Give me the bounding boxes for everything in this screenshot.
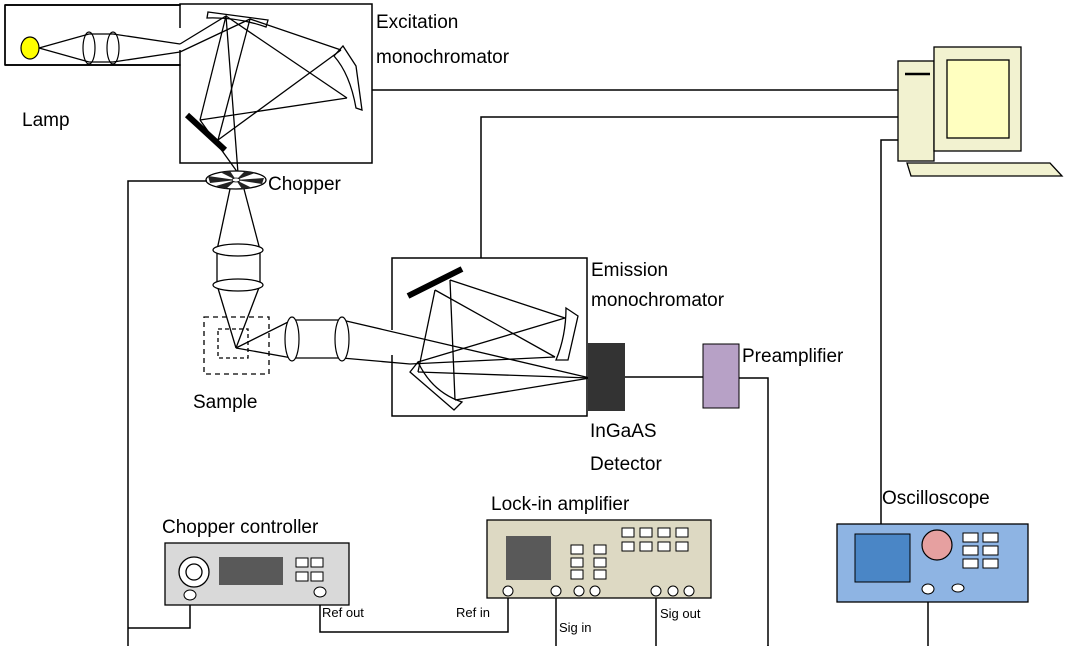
detector-label-line2: Detector (590, 454, 662, 475)
excitation-rays (179, 14, 348, 174)
chopper-wheel-icon (205, 170, 267, 190)
oscilloscope-label: Oscilloscope (882, 488, 990, 509)
excitation-mirror-top (206, 11, 269, 28)
sig-out-label: Sig out (660, 606, 701, 621)
sample-cuvette (217, 328, 249, 359)
collection-beam (235, 319, 591, 379)
excitation-monochromator (4, 3, 373, 164)
collection-lens-2 (334, 316, 350, 362)
emission-monochromator (391, 257, 588, 417)
emission-label-line2: monochromator (591, 290, 725, 311)
emission-label-line1: Emission (591, 260, 668, 281)
computer-icon (897, 46, 1064, 177)
lamp-beam (38, 33, 181, 63)
excitation-label-line2: monochromator (376, 47, 510, 68)
sig-in-label: Sig in (559, 620, 592, 635)
lamp-label: Lamp (22, 110, 70, 131)
excitation-grating (184, 112, 228, 153)
focus-lens-2 (212, 278, 264, 292)
excitation-mirror-right (333, 44, 363, 111)
sample-label: Sample (193, 392, 257, 413)
preamplifier-label: Preamplifier (742, 346, 844, 367)
oscilloscope (836, 523, 1029, 603)
ref-out-label: Ref out (322, 605, 364, 620)
collection-lens-1 (284, 316, 300, 362)
emission-grating (406, 266, 464, 299)
chopper-controller (164, 542, 350, 606)
ref-in-label: Ref in (456, 605, 490, 620)
chopper-controller-label: Chopper controller (162, 517, 319, 538)
emission-mirror-right (555, 306, 579, 361)
sample-holder (203, 316, 270, 375)
cables (127, 89, 929, 646)
lamp-lens-2 (106, 31, 120, 65)
excitation-label-line1: Excitation (376, 12, 458, 33)
detector-label-line1: InGaAS (590, 421, 657, 442)
sample-beam (216, 188, 261, 349)
lamp-lens-1 (82, 31, 96, 65)
preamplifier-box (702, 343, 740, 409)
chopper-label: Chopper (268, 174, 342, 195)
lamp-housing (4, 4, 180, 66)
lamp-bulb-icon (20, 36, 40, 60)
ingaas-detector (588, 343, 625, 411)
emission-rays (409, 279, 591, 401)
lockin-amplifier (486, 519, 712, 599)
lockin-label: Lock-in amplifier (491, 494, 630, 515)
focus-lens-1 (212, 243, 264, 257)
